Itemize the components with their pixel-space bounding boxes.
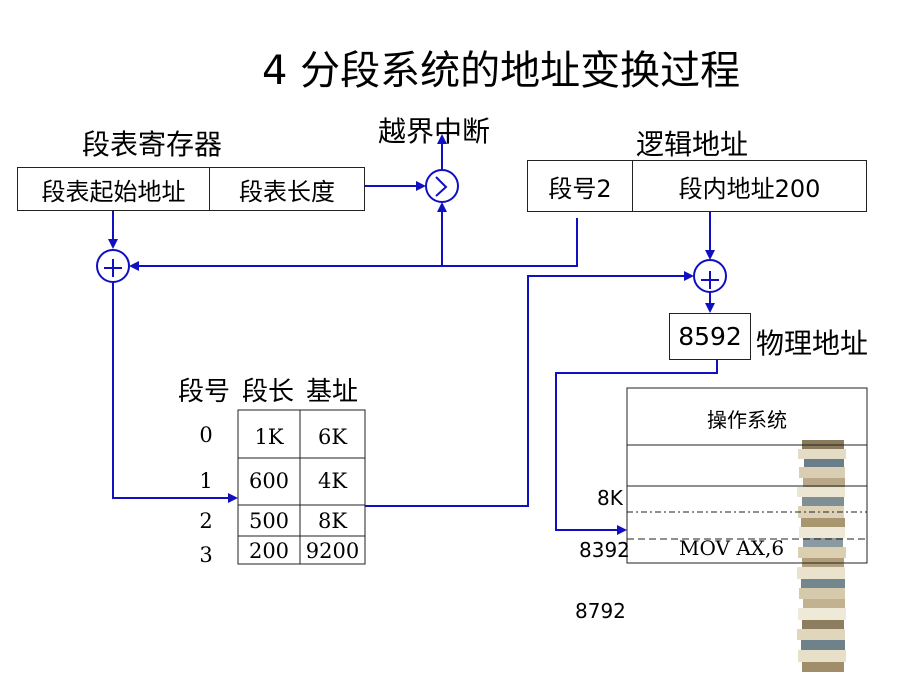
logical-offset-cell: 段内地址200 [632, 160, 867, 212]
adder-left [96, 249, 130, 283]
register-start-address-cell: 段表起始地址 [17, 167, 210, 211]
page-title: 4 分段系统的地址变换过程 [262, 48, 741, 94]
physical-address-value: 8592 [678, 322, 742, 351]
register-length: 段表长度 [239, 177, 335, 206]
row-1-base: 4K [317, 469, 348, 493]
address-8792: 8792 [575, 599, 626, 623]
address-8k: 8K [597, 486, 623, 510]
adder-right [693, 259, 727, 293]
register-length-cell: 段表长度 [209, 167, 365, 211]
memory-block [626, 387, 868, 564]
row-1-segno: 1 [199, 469, 213, 493]
logical-offset: 段内地址200 [678, 174, 821, 203]
physical-address-box: 8592 [669, 313, 751, 360]
row-3-length: 200 [248, 539, 290, 563]
row-1-length: 600 [248, 469, 290, 493]
table-header-segno: 段号 [178, 377, 231, 407]
row-0-segno: 0 [199, 423, 213, 447]
arrow-base-to-adder [365, 271, 694, 507]
logical-segno-cell: 段号2 [527, 160, 633, 212]
arrow-segno-to-adder [129, 218, 578, 271]
table-header-base: 基址 [306, 377, 359, 407]
arrow-physical-to-memory [555, 360, 718, 535]
row-0-base: 6K [317, 425, 348, 449]
row-3-segno: 3 [199, 543, 213, 567]
arrow-adder-to-table [112, 282, 238, 503]
logical-segment-no: 段号2 [548, 174, 612, 203]
physical-address-label: 物理地址 [756, 327, 869, 360]
comparator [425, 169, 459, 203]
book-stack-decoration [797, 440, 846, 672]
row-2-length: 500 [248, 509, 290, 533]
row-3-base: 9200 [305, 539, 360, 563]
logical-address-label: 逻辑地址 [636, 128, 749, 161]
memory-instruction: MOV AX,6 [679, 536, 785, 560]
row-0-length: 1K [254, 425, 284, 449]
memory-os-label: 操作系统 [707, 408, 787, 432]
row-2-base: 8K [317, 509, 348, 533]
table-header-length: 段长 [242, 377, 295, 407]
address-8392: 8392 [579, 538, 630, 562]
register-start-address: 段表起始地址 [41, 177, 186, 206]
interrupt-label: 越界中断 [378, 115, 491, 148]
segment-table-grid [237, 409, 366, 565]
register-label: 段表寄存器 [82, 128, 223, 161]
row-2-segno: 2 [199, 509, 213, 533]
